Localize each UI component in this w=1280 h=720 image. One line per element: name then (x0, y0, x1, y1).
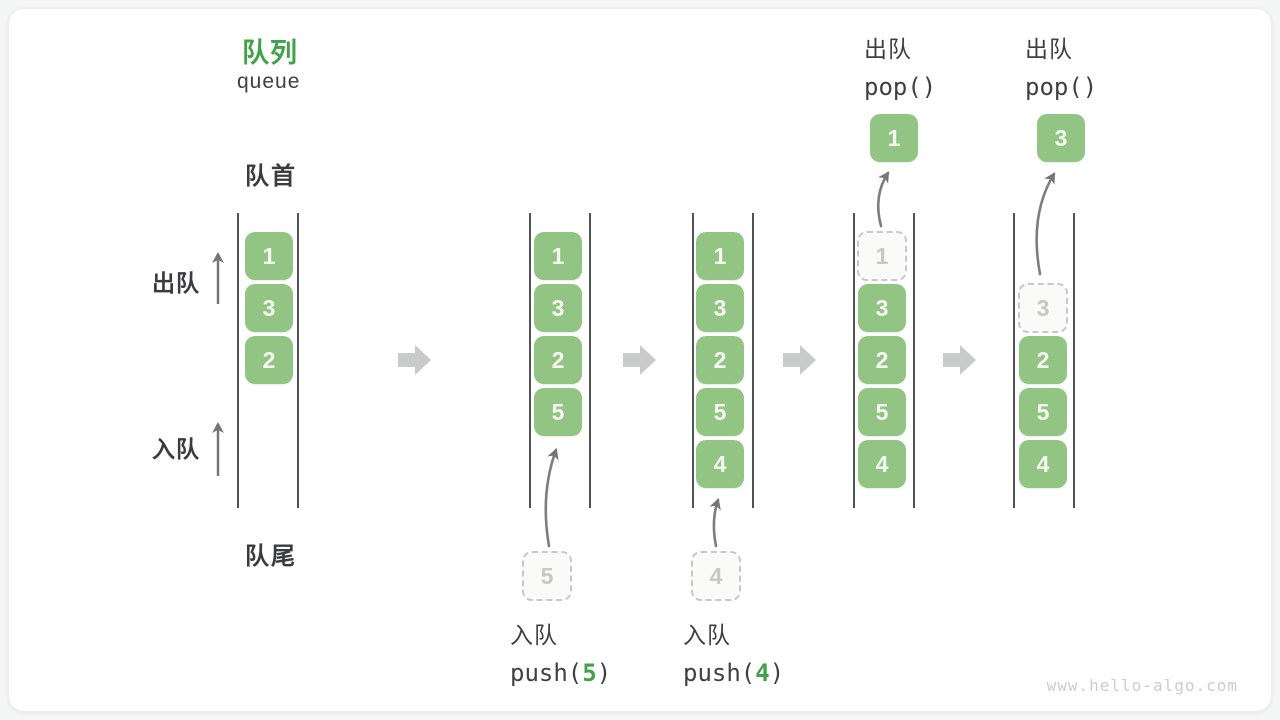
queue-channel-5 (1013, 213, 1075, 508)
diagram-title-zh: 队列 (242, 38, 298, 68)
queue-cell: 3 (696, 284, 744, 332)
popped-element: 3 (1037, 114, 1085, 162)
queue-channel-4 (853, 213, 915, 508)
pop-code: pop() (1025, 73, 1098, 101)
push-arg: 5 (582, 659, 597, 687)
watermark: www.hello-algo.com (1046, 676, 1238, 695)
pop-label: 出队 (864, 36, 912, 62)
step-arrow-4 (943, 345, 976, 375)
push-operation-2: 入队 push(4) (683, 616, 784, 687)
queue-cell: 2 (696, 336, 744, 384)
queue-cell: 2 (534, 336, 582, 384)
queue-cell: 1 (696, 232, 744, 280)
staged-element: 4 (691, 551, 741, 601)
step-arrow-3 (783, 345, 816, 375)
queue-cell: 5 (858, 388, 906, 436)
queue-cell: 5 (696, 388, 744, 436)
push-label: 入队 (683, 622, 731, 648)
queue-cell: 2 (858, 336, 906, 384)
pop-operation-1: 出队 pop() (864, 30, 936, 101)
queue-cell: 1 (534, 232, 582, 280)
queue-cell: 5 (1019, 388, 1067, 436)
queue-rear-label: 队尾 (245, 543, 297, 570)
queue-channel-2 (529, 213, 591, 508)
pop-label: 出队 (1025, 36, 1073, 62)
queue-cell-removed: 3 (1018, 283, 1068, 333)
queue-cell-removed: 1 (857, 231, 907, 281)
pop-code: pop() (864, 73, 937, 101)
step-arrow-1 (398, 345, 431, 375)
popped-element: 1 (870, 114, 918, 162)
queue-cell: 1 (245, 232, 293, 280)
queue-cell: 4 (696, 440, 744, 488)
queue-front-label: 队首 (245, 163, 297, 190)
step-arrow-2 (623, 345, 656, 375)
push-arg: 4 (755, 659, 770, 687)
push-operation-1: 入队 push(5) (510, 616, 611, 687)
push-code: push(5) (510, 659, 612, 687)
queue-cell: 2 (1019, 336, 1067, 384)
queue-cell: 4 (1019, 440, 1067, 488)
staged-element: 5 (522, 551, 572, 601)
pop-operation-2: 出队 pop() (1025, 30, 1097, 101)
diagram-title-en: queue (237, 70, 301, 93)
push-label: 入队 (510, 622, 558, 648)
enqueue-side-label: 入队 (152, 436, 200, 462)
dequeue-side-label: 出队 (152, 270, 200, 296)
queue-cell: 3 (245, 284, 293, 332)
queue-cell: 5 (534, 388, 582, 436)
queue-cell: 3 (858, 284, 906, 332)
queue-channel-1 (237, 213, 299, 508)
queue-cell: 4 (858, 440, 906, 488)
queue-cell: 3 (534, 284, 582, 332)
push-code: push(4) (683, 659, 785, 687)
queue-channel-3 (692, 213, 754, 508)
queue-cell: 2 (245, 336, 293, 384)
